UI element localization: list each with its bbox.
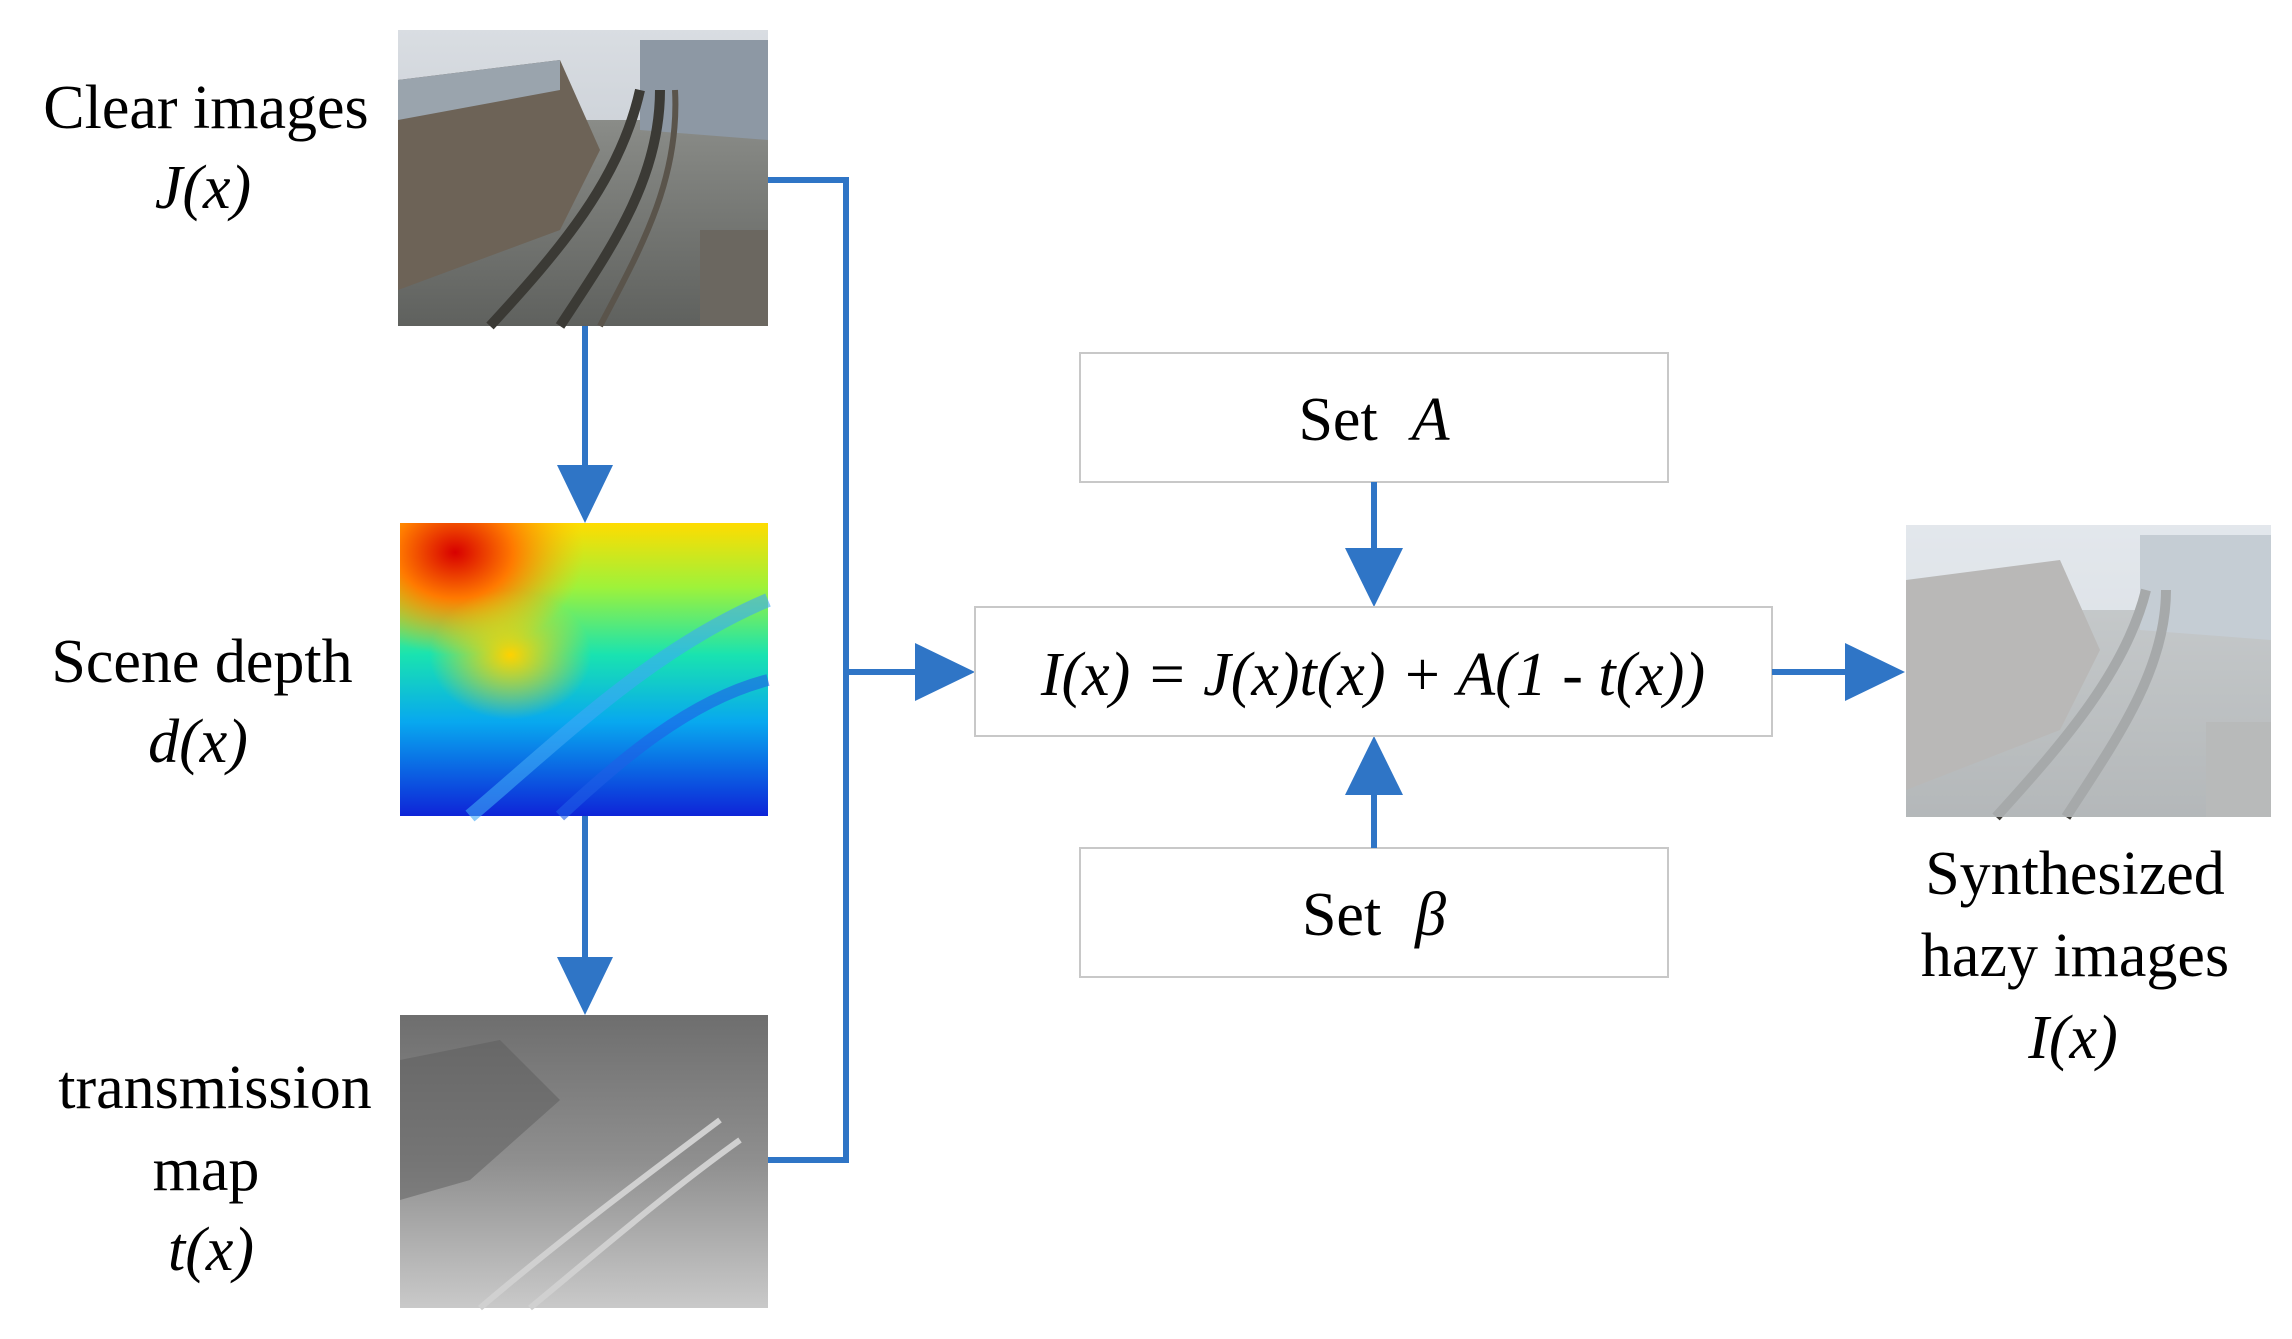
set-beta-word: Set bbox=[1302, 881, 1381, 949]
arrow-depth-to-transmission bbox=[557, 816, 613, 1015]
hazy-railway-photo-icon bbox=[1906, 525, 2271, 821]
arrow-formula-to-output bbox=[1772, 643, 1905, 701]
transmission-map-icon bbox=[400, 1015, 768, 1311]
transmission-map-image bbox=[400, 1015, 768, 1311]
clear-image bbox=[398, 30, 768, 330]
hazy-image bbox=[1906, 525, 2271, 821]
output-label-line2: hazy images bbox=[1921, 922, 2229, 990]
scene-depth-label: Scene depth bbox=[51, 628, 352, 696]
clear-images-symbol: J(x) bbox=[155, 154, 251, 222]
depth-heatmap-icon bbox=[400, 523, 771, 822]
arrow-beta-to-formula bbox=[1345, 736, 1403, 848]
transmission-label-line1: transmission bbox=[58, 1054, 371, 1122]
clear-images-label: Clear images bbox=[43, 74, 368, 142]
transmission-symbol: t(x) bbox=[168, 1216, 254, 1284]
set-a-symbol: A bbox=[1408, 386, 1451, 454]
output-symbol: I(x) bbox=[2027, 1004, 2117, 1072]
set-a-word: Set bbox=[1298, 386, 1377, 454]
formula-box: I(x) = J(x)t(x) + A(1 - t(x)) bbox=[974, 606, 1773, 737]
scene-depth-symbol: d(x) bbox=[148, 708, 248, 776]
output-label-line1: Synthesized bbox=[1925, 840, 2225, 908]
transmission-label-line2: map bbox=[153, 1136, 260, 1204]
set-a-box: Set A bbox=[1079, 352, 1669, 483]
connector-inputs-to-formula bbox=[768, 177, 975, 1163]
railway-photo-icon bbox=[398, 30, 768, 330]
depth-map-image bbox=[400, 523, 771, 822]
formula-text: I(x) = J(x)t(x) + A(1 - t(x)) bbox=[1040, 641, 1705, 709]
arrow-clear-to-depth bbox=[557, 326, 613, 523]
arrow-a-to-formula bbox=[1345, 482, 1403, 607]
set-beta-symbol: β bbox=[1414, 881, 1446, 949]
